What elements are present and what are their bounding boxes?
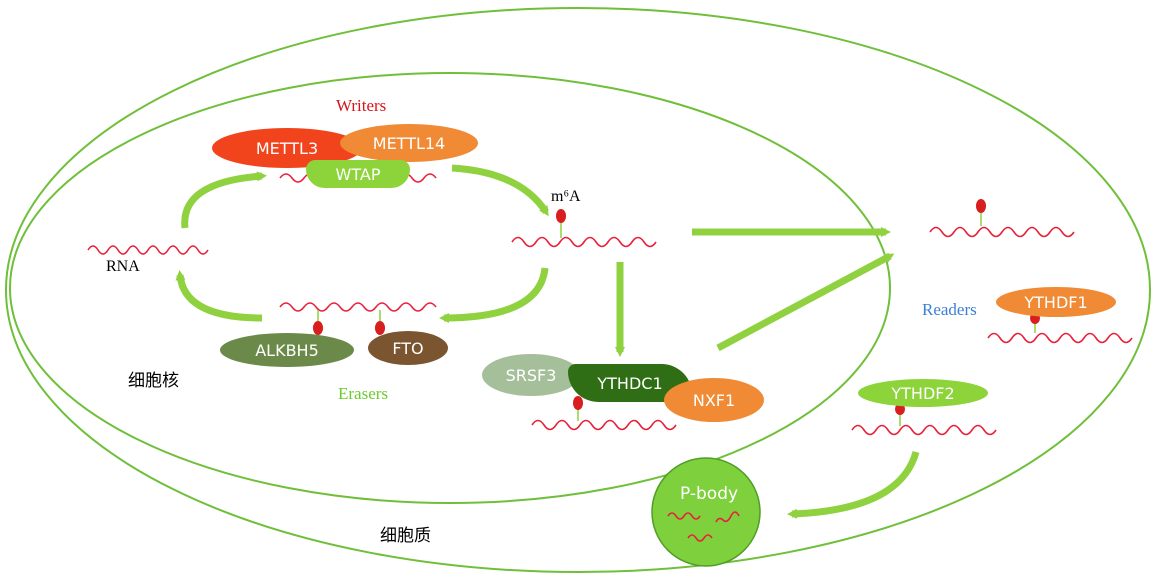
cell-membrane — [5, 7, 1151, 573]
rna-strand — [987, 332, 1133, 344]
arrow-m6a-to-erasers — [439, 267, 549, 323]
protein-mettl14: METTL14 — [340, 124, 478, 162]
p-body-rna — [687, 534, 713, 542]
protein-alkbh5: ALKBH5 — [220, 333, 354, 367]
m6a-mark — [313, 310, 323, 335]
erasers-label: Erasers — [338, 384, 389, 403]
protein-ythdf2: YTHDF2 — [858, 379, 988, 407]
p-body — [651, 457, 761, 567]
rna-strand — [279, 302, 437, 312]
arrow-erasers-to-rna — [175, 270, 263, 322]
rna-label: RNA — [106, 258, 140, 275]
arrow-rna-to-writers — [181, 171, 267, 229]
arrow-nxf1-to-cytoplasm — [716, 252, 895, 352]
p-body-rna — [715, 511, 740, 523]
rna-strand — [87, 245, 209, 255]
rna-strand — [531, 419, 677, 431]
nuclear-membrane — [9, 72, 891, 504]
m6a-label: m⁶A — [551, 188, 581, 205]
m6a-mark — [573, 396, 583, 421]
rna-strand — [511, 236, 657, 248]
m6a-mark — [895, 403, 905, 426]
rna-strand — [851, 424, 997, 436]
m6a-mark — [375, 310, 385, 335]
rna-strand — [929, 226, 1075, 238]
protein-fto: FTO — [368, 331, 448, 365]
protein-nxf1: NXF1 — [664, 378, 764, 422]
readers-label: Readers — [922, 300, 977, 319]
writers-label: Writers — [336, 96, 387, 115]
p-body-rna — [667, 512, 701, 520]
arrow-ythdf2-to-pbody — [787, 450, 920, 519]
arrow-writers-to-m6a — [451, 164, 549, 217]
protein-ythdf1: YTHDF1 — [996, 287, 1116, 317]
m6a-mark — [556, 209, 566, 238]
m6a-mark — [976, 199, 986, 226]
cytoplasm-label: 细胞质 — [380, 526, 431, 546]
protein-srsf3: SRSF3 — [482, 354, 580, 396]
p-body-label: P-body — [680, 484, 739, 504]
nucleus-label: 细胞核 — [128, 371, 179, 391]
protein-wtap: WTAP — [306, 160, 410, 188]
